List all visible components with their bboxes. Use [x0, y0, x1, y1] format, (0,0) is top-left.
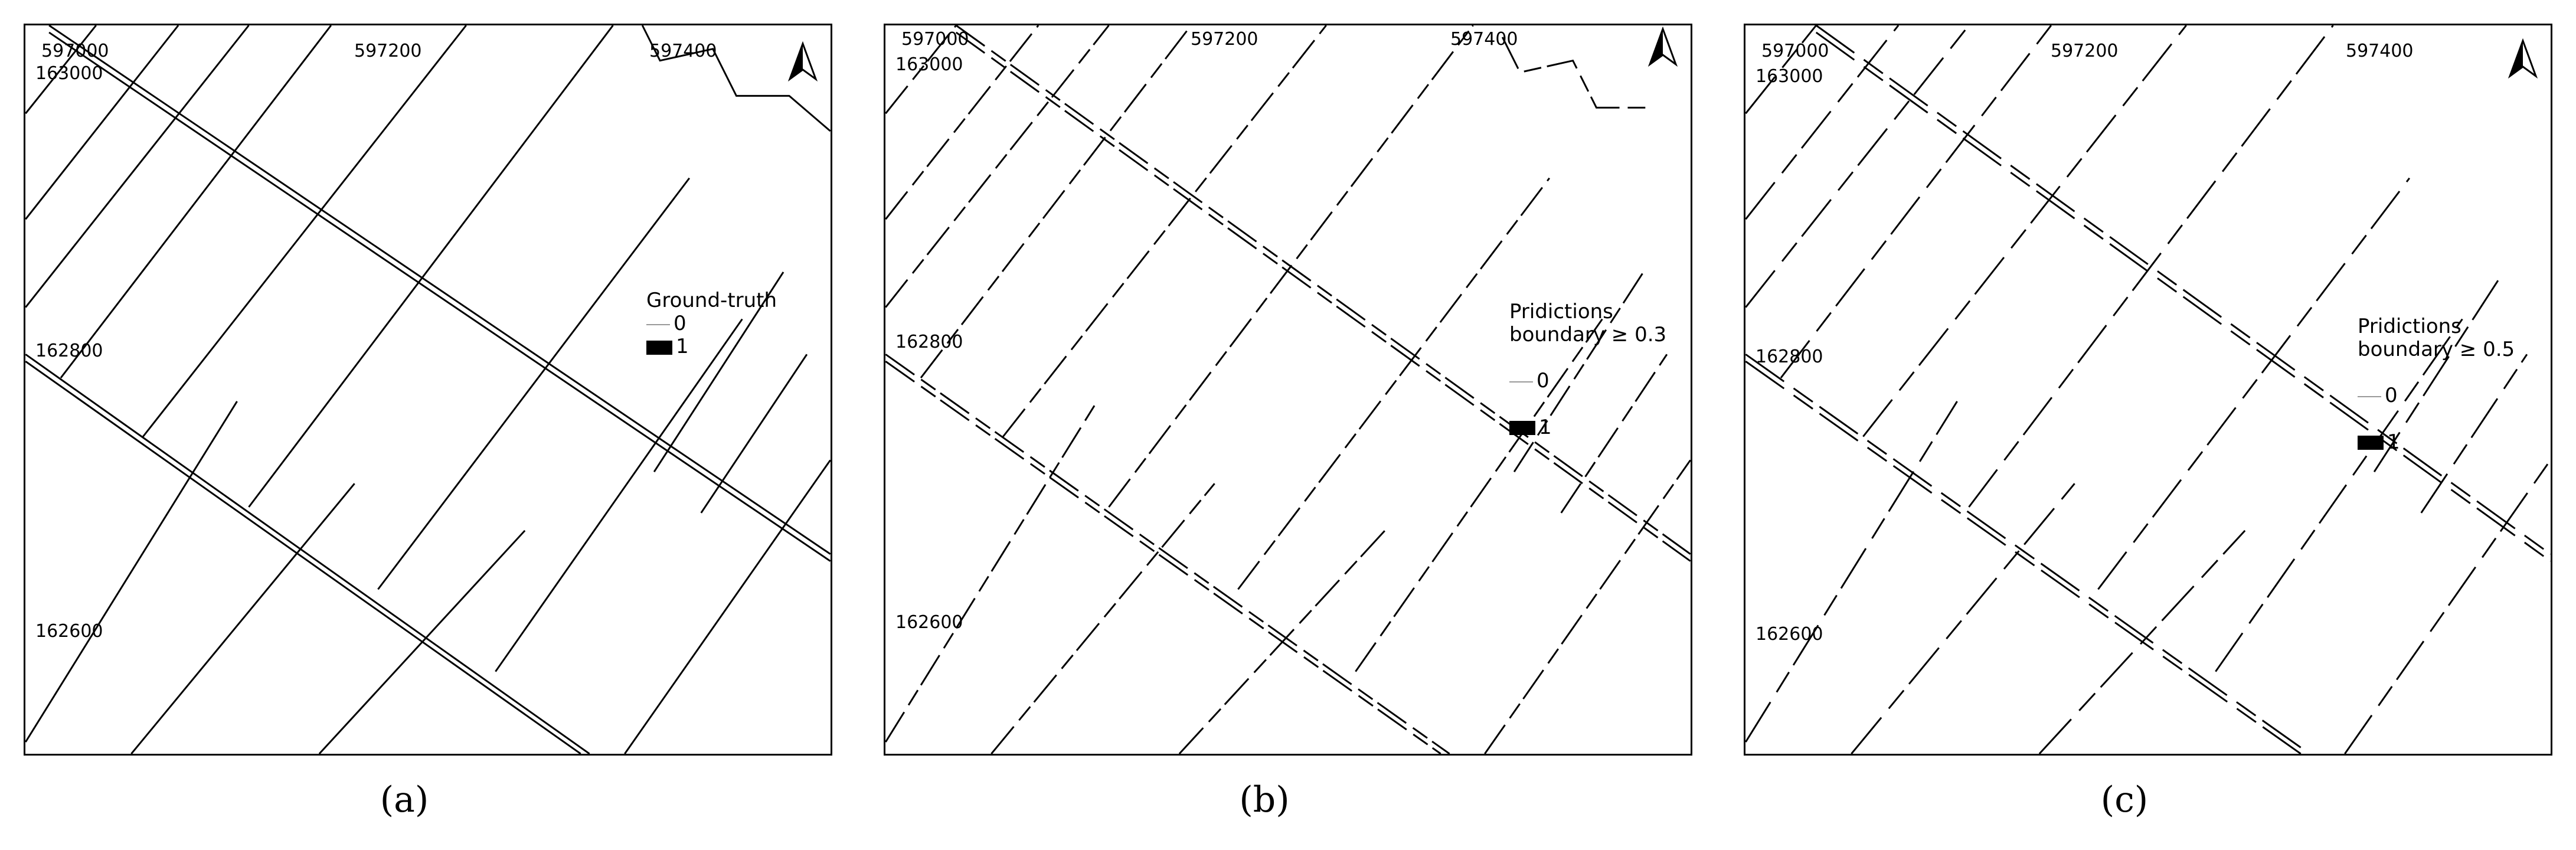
legend-item: 0: [1509, 370, 1666, 393]
x-tick: 597400: [1450, 29, 1518, 50]
legend-a: Ground-truth 0 1: [646, 289, 777, 358]
legend-item: 1: [646, 335, 777, 358]
legend-swatch: [2358, 436, 2384, 450]
legend-item: 0: [2358, 384, 2515, 407]
y-tick: 163000: [895, 54, 963, 75]
y-tick: 162600: [35, 621, 103, 642]
map-frame-c: [1744, 24, 2552, 756]
legend-item: 0: [646, 312, 777, 335]
legend-item: 1: [2358, 430, 2515, 454]
north-arrow-icon: [787, 41, 818, 82]
panel-caption: (b): [1239, 779, 1290, 820]
legend-title: Pridictions boundary ≥ 0.3: [1509, 300, 1667, 347]
panel-caption: (a): [380, 779, 429, 820]
y-tick: 162800: [35, 341, 103, 361]
x-tick: 597200: [354, 41, 422, 61]
legend-swatch: [646, 340, 672, 355]
panel-c: 597000 597200 597400 163000 162800 16260…: [1720, 0, 2552, 850]
y-tick: 163000: [35, 63, 103, 84]
map-frame-b: [884, 24, 1692, 756]
y-tick: 162600: [1756, 624, 1823, 645]
x-tick: 597400: [649, 41, 717, 61]
legend-b: Pridictions boundary ≥ 0.3 0 1: [1509, 277, 1666, 462]
legend-swatch: [646, 323, 670, 325]
map-frame-a: [24, 24, 832, 756]
legend-swatch: [2358, 395, 2381, 397]
x-tick: 597400: [2346, 41, 2414, 61]
north-arrow-icon: [2508, 38, 2538, 79]
boundary-map-a: [25, 25, 831, 754]
y-tick: 162800: [1756, 346, 1823, 367]
boundary-map-b: [885, 25, 1691, 754]
legend-title: Pridictions boundary ≥ 0.5: [2358, 315, 2515, 362]
panel-caption: (c): [2100, 779, 2149, 820]
x-tick: 597000: [901, 29, 969, 50]
legend-swatch: [1509, 381, 1533, 382]
legend-c: Pridictions boundary ≥ 0.5 0 1: [2358, 292, 2515, 477]
legend-item: 1: [1509, 416, 1666, 439]
panel-a: 597000 597200 597400 163000 162800 16260…: [0, 0, 832, 850]
y-tick: 162600: [895, 612, 963, 633]
legend-title: Ground-truth: [646, 289, 777, 312]
north-arrow-icon: [1647, 27, 1678, 67]
x-tick: 597200: [1191, 29, 1258, 50]
y-tick: 162800: [895, 332, 963, 352]
panel-b: 597000 597200 597400 163000 162800 16260…: [860, 0, 1692, 850]
x-tick: 597200: [2051, 41, 2119, 61]
legend-swatch: [1509, 421, 1535, 436]
x-tick: 597000: [1761, 41, 1829, 61]
y-tick: 163000: [1756, 66, 1823, 87]
x-tick: 597000: [41, 41, 109, 61]
boundary-map-c: [1745, 25, 2551, 754]
